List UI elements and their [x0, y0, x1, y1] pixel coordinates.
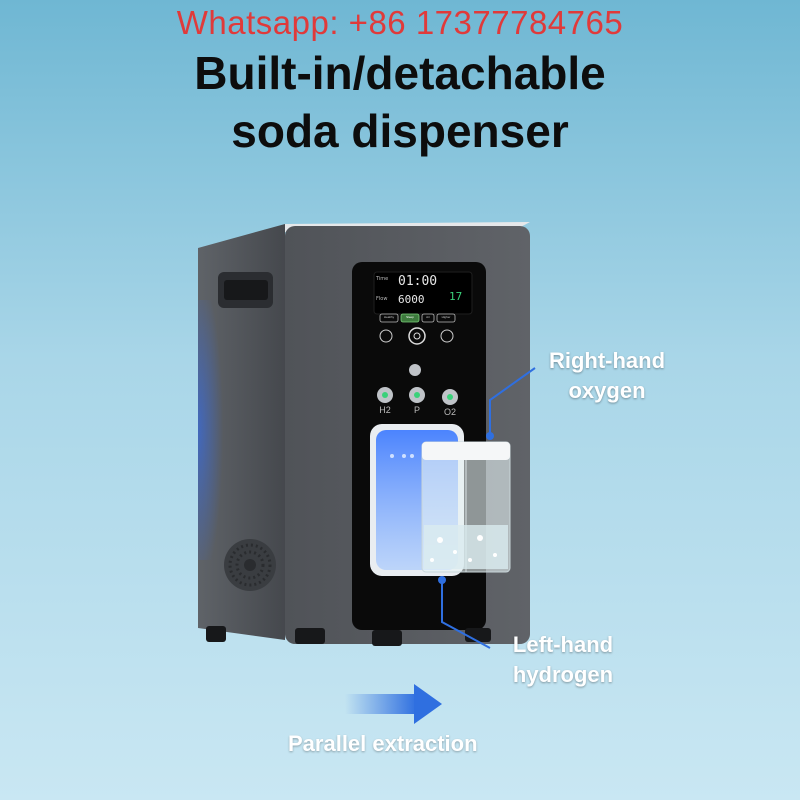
port-label-p: P	[413, 405, 420, 415]
mode-button-sleep[interactable]: Sleep	[406, 315, 414, 319]
callout-left-line-1: Left-hand	[512, 632, 614, 657]
mode-button-air[interactable]: Air	[426, 315, 430, 319]
foot	[206, 626, 226, 642]
callout-leader-left	[438, 576, 491, 649]
foot	[295, 628, 325, 644]
glass-cup	[421, 441, 511, 573]
callout-left-line-2: hydrogen	[512, 662, 614, 687]
callout-right-line-1: Right-hand	[548, 348, 666, 373]
callout-leader-right	[486, 367, 536, 440]
callout-right-line-2: oxygen	[568, 378, 646, 403]
headline-line-1: Built-in/detachable	[194, 47, 606, 99]
time-value: 01:00	[398, 274, 438, 289]
caption: Parallel extraction	[288, 731, 478, 756]
flow-label: Flow	[376, 296, 388, 302]
mode-button-higher[interactable]: Higher	[441, 315, 451, 319]
arrow-right-icon	[345, 684, 442, 724]
flow-value: 6000	[398, 293, 425, 306]
speaker-grill-icon	[224, 539, 276, 591]
whatsapp-contact: Whatsapp: +86 17377784765	[176, 4, 624, 41]
right-value: 17	[449, 290, 463, 303]
mode-button-healthy[interactable]: Healthy	[383, 315, 395, 319]
port-label-h2: H2	[379, 405, 391, 415]
headline: Built-in/detachable soda dispenser	[0, 44, 800, 160]
callout-left: Left-hand hydrogen	[488, 630, 638, 690]
headline-line-2: soda dispenser	[231, 105, 569, 157]
time-label: Time	[376, 276, 389, 282]
foot	[372, 630, 402, 646]
callout-right: Right-hand oxygen	[532, 346, 682, 406]
port-label-o2: O2	[443, 407, 456, 417]
